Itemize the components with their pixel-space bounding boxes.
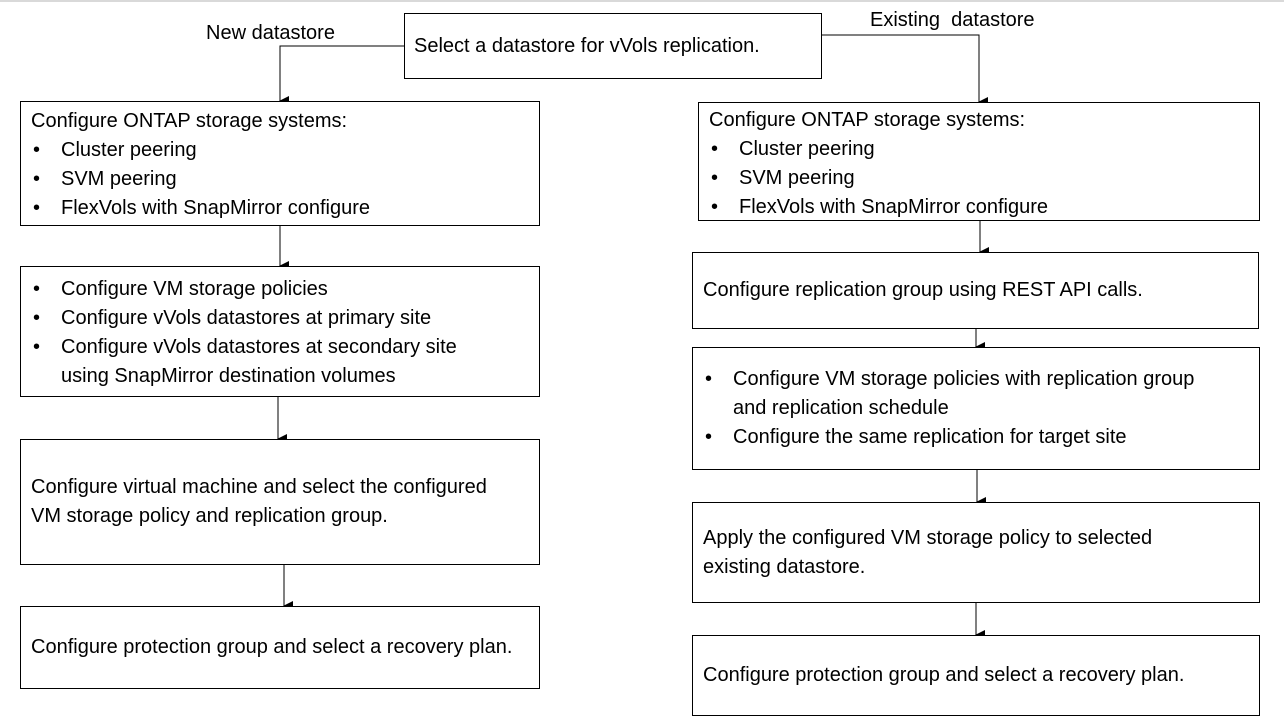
right-step-1-box: Configure ONTAP storage systems: Cluster… [698, 102, 1260, 222]
left-step-1-list: Cluster peering SVM peering FlexVols wit… [31, 136, 529, 223]
left-step-4-box: Configure protection group and select a … [20, 606, 540, 689]
right-step-1-list: Cluster peering SVM peering FlexVols wit… [709, 135, 1249, 222]
left-step-1-item-1: Cluster peering [31, 136, 529, 165]
connector-start-to-left [279, 45, 404, 106]
right-step-3-list: Configure VM storage policies with repli… [703, 365, 1199, 452]
right-step-1-item-3: FlexVols with SnapMirror configure [709, 193, 1249, 222]
start-box: Select a datastore for vVols replication… [404, 13, 822, 79]
top-border [0, 0, 1284, 2]
left-step-3-text: Configure virtual machine and select the… [31, 476, 487, 527]
left-step-2-item-3: Configure vVols datastores at secondary … [31, 333, 529, 391]
left-step-3-box: Configure virtual machine and select the… [20, 439, 540, 565]
connector-start-to-right [822, 34, 988, 107]
left-step-2-item-2: Configure vVols datastores at primary si… [31, 304, 529, 333]
left-step-2-box: Configure VM storage policies Configure … [20, 266, 540, 397]
left-step-1-box: Configure ONTAP storage systems: Cluster… [20, 101, 540, 226]
right-step-5-text: Configure protection group and select a … [703, 664, 1185, 686]
start-text: Select a datastore for vVols replication… [414, 34, 760, 57]
right-step-5-box: Configure protection group and select a … [692, 635, 1260, 716]
left-step-1-heading: Configure ONTAP storage systems: [31, 110, 348, 132]
left-step-1-item-2: SVM peering [31, 165, 529, 194]
right-step-2-box: Configure replication group using REST A… [692, 252, 1259, 329]
right-step-2-text: Configure replication group using REST A… [703, 279, 1143, 301]
right-step-3-box: Configure VM storage policies with repli… [692, 347, 1260, 470]
branch-label-existing-datastore: Existing datastore [870, 9, 1035, 31]
right-step-1-heading: Configure ONTAP storage systems: [709, 109, 1026, 131]
left-step-1-item-3: FlexVols with SnapMirror configure [31, 194, 529, 223]
right-step-1-item-2: SVM peering [709, 164, 1249, 193]
right-step-1-item-1: Cluster peering [709, 135, 1249, 164]
left-step-2-item-1: Configure VM storage policies [31, 275, 529, 304]
right-step-4-box: Apply the configured VM storage policy t… [692, 502, 1260, 603]
left-step-2-list: Configure VM storage policies Configure … [31, 275, 529, 391]
branch-label-new-datastore: New datastore [206, 22, 335, 44]
left-step-4-text: Configure protection group and select a … [31, 636, 513, 658]
right-step-3-item-1: Configure VM storage policies with repli… [703, 365, 1199, 423]
right-step-3-item-2: Configure the same replication for targe… [703, 423, 1199, 452]
right-step-4-text: Apply the configured VM storage policy t… [703, 526, 1153, 578]
